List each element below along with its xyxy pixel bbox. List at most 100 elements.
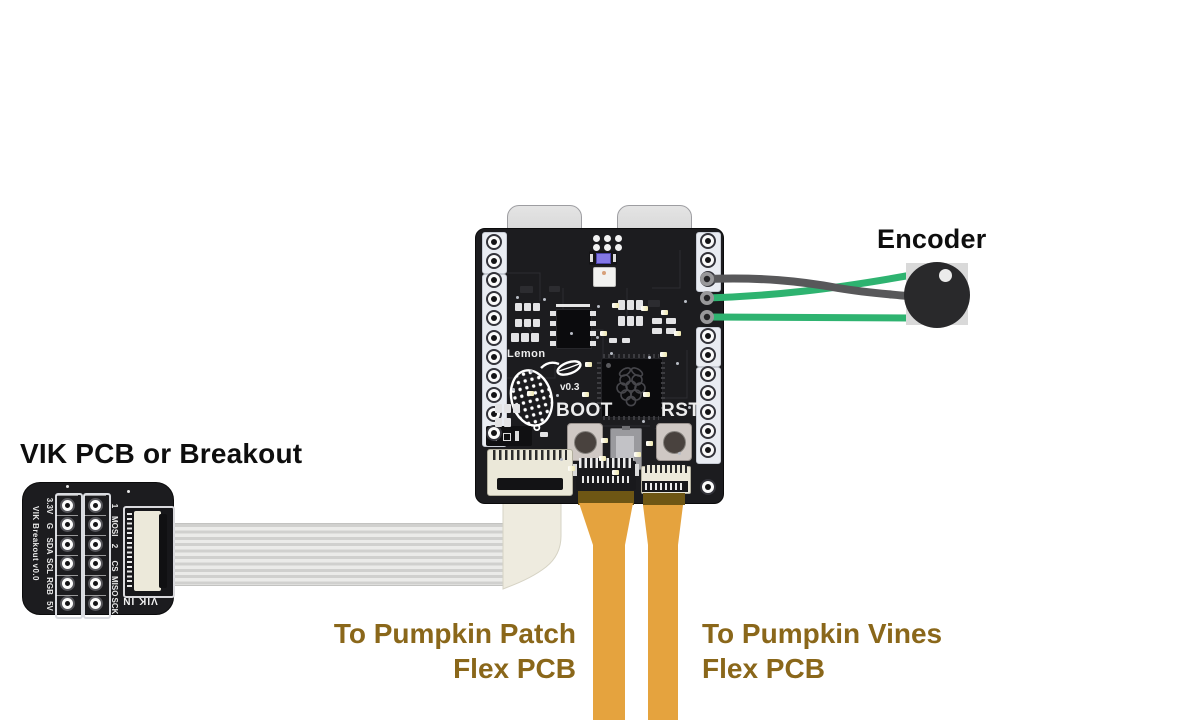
smd-led	[600, 331, 607, 336]
smd-component	[627, 316, 634, 326]
pin-pad	[699, 271, 716, 287]
smd-led	[641, 306, 648, 311]
via-dot	[597, 305, 600, 308]
pin-hole	[490, 391, 497, 398]
pin-hole	[92, 522, 98, 528]
pin-pad	[87, 536, 103, 552]
pin-hole	[490, 258, 497, 265]
via-dot	[610, 352, 613, 355]
smd-led	[585, 362, 592, 367]
chip-pins	[661, 362, 665, 412]
smd-component	[627, 300, 634, 310]
pumpkin-vines-label: To Pumpkin Vines Flex PCB	[702, 616, 1002, 686]
ffc-connector-vines	[641, 465, 691, 494]
silkscreen-brand: Lemon	[507, 348, 546, 360]
pin-hole	[490, 296, 497, 303]
pin-hole	[704, 371, 711, 377]
chip-pin	[590, 311, 596, 316]
pin-pad	[485, 367, 502, 384]
smd-led	[582, 392, 589, 397]
silkscreen-boot: BOOT	[556, 400, 613, 421]
pin-pad	[59, 536, 75, 552]
pin-pad	[485, 234, 502, 250]
breakout-label: VIK PCB or Breakout	[20, 438, 303, 469]
via-dot	[684, 300, 687, 303]
flex-stiffener	[578, 491, 634, 505]
pin-pad	[87, 517, 103, 533]
status-led	[589, 251, 617, 265]
pin-pad	[699, 347, 716, 363]
pin-pad	[59, 497, 75, 513]
pin-hole	[490, 430, 497, 436]
smd-component	[666, 328, 676, 334]
via-dot	[642, 420, 645, 423]
chip-pin	[590, 321, 596, 326]
flex-cable-patch	[579, 503, 633, 720]
smd-led	[601, 438, 608, 443]
smd-component	[513, 404, 520, 413]
via-dot	[596, 336, 599, 339]
pin-pad	[59, 517, 75, 533]
pin-pad	[699, 442, 716, 458]
pin-hole	[490, 372, 497, 379]
smd-component	[636, 300, 643, 310]
pin-hole	[704, 257, 711, 263]
breakout-pin-cell	[84, 535, 106, 536]
flex-stiffener	[643, 493, 685, 505]
smd-led	[643, 392, 650, 397]
smd-component	[533, 303, 540, 311]
silkscreen-rst: RST	[661, 400, 701, 421]
smd-component	[531, 333, 539, 342]
encoder-label: Encoder	[877, 224, 987, 254]
pin-hole	[64, 502, 70, 508]
pin-hole	[490, 410, 497, 417]
pin-hole	[92, 580, 98, 586]
soic8-chip	[556, 309, 592, 349]
pin-hole	[704, 390, 711, 396]
pin-hole	[64, 580, 70, 586]
via-dot	[516, 296, 519, 299]
orange-flex-cables	[579, 503, 683, 720]
via-dot	[512, 388, 515, 391]
wire-gray	[703, 274, 911, 300]
smd-led	[568, 466, 575, 471]
pin-hole	[490, 239, 497, 245]
soic8-pin1-bar	[556, 304, 590, 307]
encoder-knob	[904, 262, 970, 328]
pin-pad	[699, 252, 716, 268]
pcb-dot	[593, 244, 600, 251]
smd-component	[622, 338, 630, 343]
pin-pad	[699, 385, 716, 401]
encoder-knob-dot	[939, 269, 952, 282]
pin-pad	[699, 404, 716, 420]
pin-pad	[699, 233, 716, 249]
pumpkin-patch-line1: To Pumpkin Patch	[333, 618, 576, 649]
ffc-body	[134, 511, 161, 591]
pin-hole	[490, 334, 497, 341]
smd-component	[636, 316, 643, 326]
pin-hole	[704, 333, 711, 339]
smd-component	[648, 300, 660, 307]
pcb-dot	[604, 235, 611, 242]
smd-led	[612, 303, 619, 308]
smd-component	[495, 404, 502, 413]
pcb-dot	[593, 235, 600, 242]
chip-pin	[590, 341, 596, 346]
breakout-pin-strip	[55, 493, 83, 619]
chip-pins	[597, 362, 601, 412]
pcb-dot	[615, 235, 622, 242]
pin-hole	[490, 315, 497, 322]
smd-component	[618, 316, 625, 326]
pin-pad	[485, 272, 502, 289]
breakout-pin-strip	[83, 493, 111, 619]
smd-led	[646, 441, 653, 446]
breakout-pin-cell	[56, 535, 78, 536]
wire-green-a	[703, 270, 921, 302]
pin-pad	[59, 556, 75, 572]
pin-hole	[92, 502, 98, 508]
smd-component	[533, 319, 540, 327]
smd-component	[521, 333, 529, 342]
chip-dot	[606, 363, 611, 368]
chip-pin	[550, 321, 556, 326]
